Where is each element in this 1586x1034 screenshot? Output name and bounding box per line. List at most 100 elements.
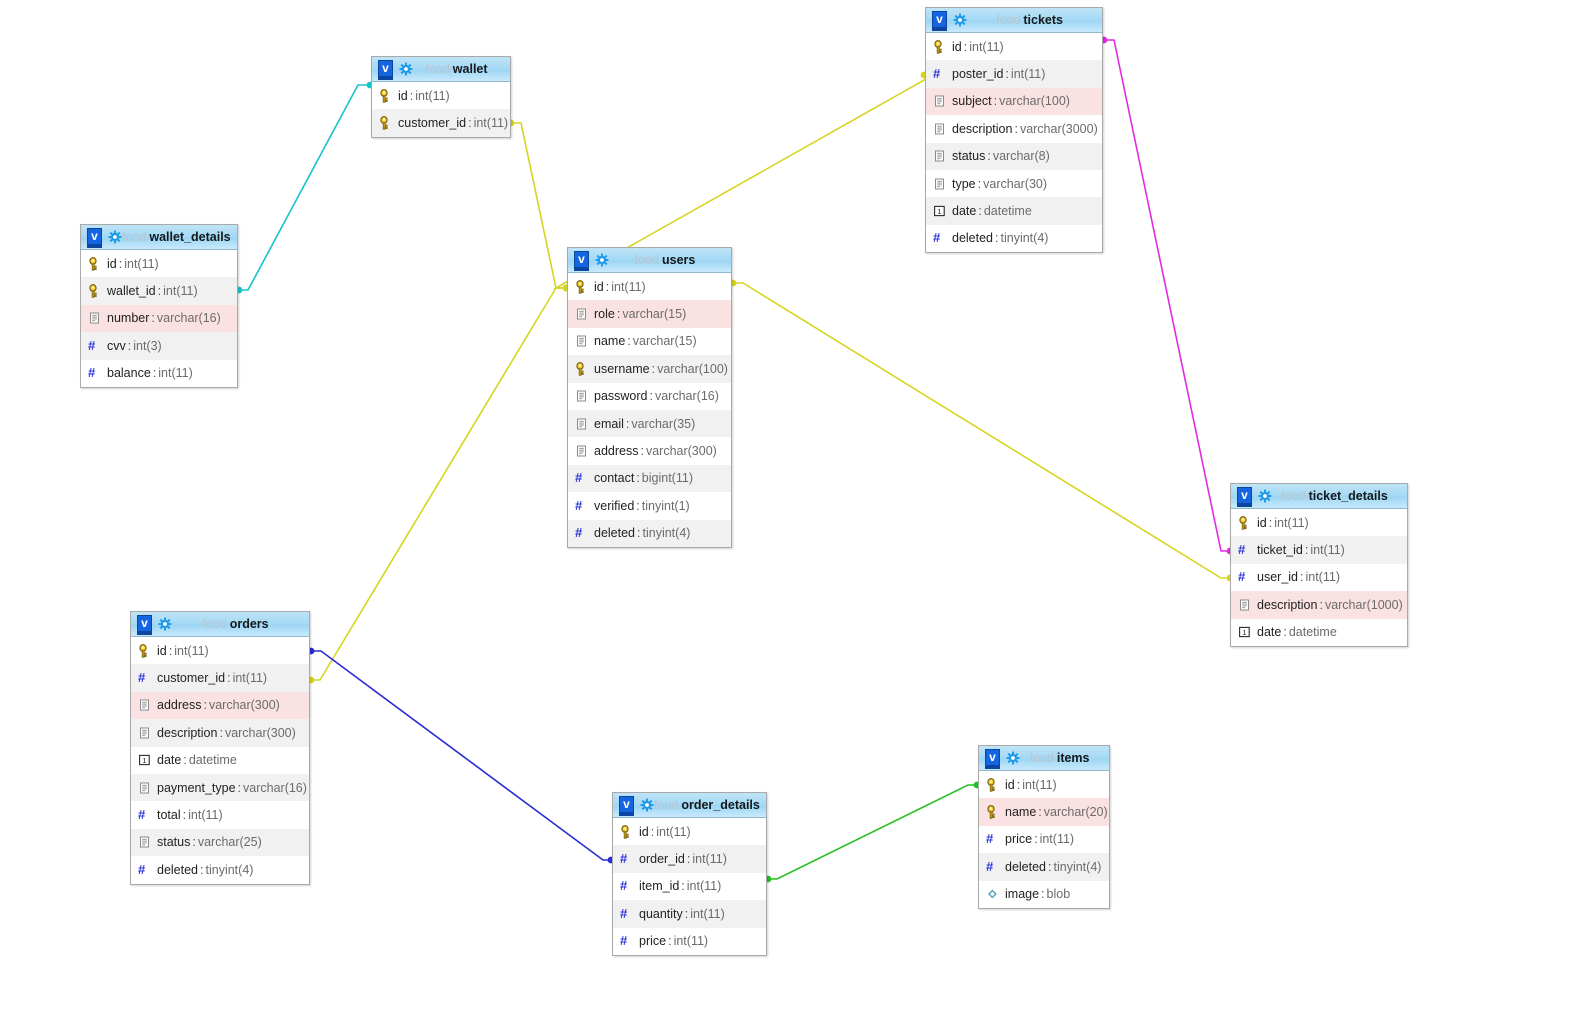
- field-row-ticket_details-user_id[interactable]: #user_id : int(11): [1231, 563, 1407, 592]
- field-row-tickets-id[interactable]: id : int(11): [926, 33, 1102, 61]
- field-row-tickets-type[interactable]: type : varchar(30): [926, 169, 1102, 198]
- relationship-line-rel-orders-orderdetails[interactable]: [311, 650, 611, 861]
- field-row-tickets-poster_id[interactable]: #poster_id : int(11): [926, 60, 1102, 88]
- hash-icon: #: [575, 470, 583, 486]
- gear-icon[interactable]: [595, 253, 609, 267]
- field-name: id: [1257, 515, 1267, 530]
- field-row-orders-description[interactable]: description : varchar(300): [131, 719, 309, 747]
- field-separator: :: [1304, 543, 1309, 558]
- field-row-users-name[interactable]: name : varchar(15): [568, 327, 731, 356]
- view-badge-icon: v: [87, 227, 102, 248]
- field-row-order_details-price[interactable]: #price : int(11): [613, 927, 766, 955]
- field-row-order_details-order_id[interactable]: #order_id : int(11): [613, 845, 766, 873]
- relationship-line-rel-users-wallet[interactable]: [511, 122, 566, 289]
- field-row-orders-customer_id[interactable]: #customer_id : int(11): [131, 664, 309, 692]
- gear-icon[interactable]: [640, 798, 654, 812]
- field-type: int(11): [1305, 570, 1340, 585]
- field-row-order_details-item_id[interactable]: #item_id : int(11): [613, 872, 766, 901]
- gear-icon[interactable]: [953, 13, 967, 27]
- gear-icon[interactable]: [158, 617, 172, 631]
- field-row-wallet-id[interactable]: id : int(11): [372, 82, 510, 110]
- field-row-items-deleted[interactable]: #deleted : tinyint(4): [979, 853, 1109, 881]
- field-separator: :: [203, 698, 207, 713]
- field-row-ticket_details-description[interactable]: description : varchar(1000): [1231, 591, 1407, 619]
- field-row-items-name[interactable]: name : varchar(20): [979, 798, 1109, 826]
- field-row-wallet_details-id[interactable]: id : int(11): [81, 250, 237, 278]
- field-row-items-id[interactable]: id : int(11): [979, 771, 1109, 799]
- gear-icon[interactable]: [1258, 489, 1272, 503]
- field-separator: :: [995, 231, 999, 246]
- field-row-users-verified[interactable]: #verified : tinyint(1): [568, 492, 731, 520]
- table-name-label: orders: [229, 617, 269, 631]
- relationship-line-rel-tickets-ticketdetails[interactable]: [1104, 39, 1230, 552]
- field-separator: :: [977, 176, 982, 191]
- field-row-users-address[interactable]: address : varchar(300): [568, 437, 731, 465]
- relationship-line-rel-wallet-walletdetails[interactable]: [239, 84, 370, 291]
- gear-icon[interactable]: [1006, 751, 1020, 765]
- field-row-wallet-customer_id[interactable]: customer_id : int(11): [372, 109, 510, 137]
- field-row-users-role[interactable]: role : varchar(15): [568, 300, 731, 328]
- field-row-items-price[interactable]: #price : int(11): [979, 825, 1109, 854]
- relationship-line-rel-users-ticketdetails[interactable]: [733, 282, 1230, 579]
- field-row-tickets-status[interactable]: status : varchar(8): [926, 142, 1102, 170]
- field-type: varchar(16): [156, 311, 221, 326]
- relationship-line-rel-users-orders[interactable]: [311, 287, 566, 681]
- field-row-orders-id[interactable]: id : int(11): [131, 637, 309, 665]
- field-row-orders-payment_type[interactable]: payment_type : varchar(16): [131, 773, 309, 802]
- field-row-order_details-quantity[interactable]: #quantity : int(11): [613, 900, 766, 928]
- key-icon: [88, 284, 101, 298]
- field-row-items-image[interactable]: image : blob: [979, 880, 1109, 908]
- hash-icon: #: [575, 525, 583, 541]
- field-row-orders-deleted[interactable]: #deleted : tinyint(4): [131, 856, 309, 884]
- field-row-wallet_details-balance[interactable]: #balance : int(11): [81, 359, 237, 387]
- field-row-users-username[interactable]: username : varchar(100): [568, 355, 731, 383]
- field-row-wallet_details-wallet_id[interactable]: wallet_id : int(11): [81, 277, 237, 305]
- field-row-users-id[interactable]: id : int(11): [568, 273, 731, 301]
- field-separator: :: [227, 671, 231, 686]
- field-row-tickets-deleted[interactable]: #deleted : tinyint(4): [926, 224, 1102, 253]
- field-row-users-email[interactable]: email : varchar(35): [568, 409, 731, 438]
- field-row-users-deleted[interactable]: #deleted : tinyint(4): [568, 519, 731, 547]
- field-row-ticket_details-ticket_id[interactable]: #ticket_id : int(11): [1231, 536, 1407, 564]
- field-name: status: [157, 835, 191, 850]
- field-row-tickets-description[interactable]: description : varchar(3000): [926, 115, 1102, 143]
- field-row-wallet_details-number[interactable]: number : varchar(16): [81, 304, 237, 333]
- field-row-tickets-subject[interactable]: subject : varchar(100): [926, 87, 1102, 116]
- gear-icon[interactable]: [399, 62, 413, 76]
- field-name: wallet_id: [107, 284, 156, 299]
- field-row-wallet_details-cvv[interactable]: #cvv : int(3): [81, 332, 237, 360]
- field-name: description: [952, 121, 1013, 136]
- field-row-orders-status[interactable]: status : varchar(25): [131, 828, 309, 857]
- field-row-users-password[interactable]: password : varchar(16): [568, 382, 731, 410]
- field-row-ticket_details-id[interactable]: id : int(11): [1231, 509, 1407, 537]
- gear-icon[interactable]: [108, 230, 122, 244]
- field-row-order_details-id[interactable]: id : int(11): [613, 818, 766, 846]
- field-row-orders-address[interactable]: address : varchar(300): [131, 691, 309, 720]
- field-row-users-contact[interactable]: #contact : bigint(11): [568, 464, 731, 493]
- field-name: item_id: [639, 879, 680, 894]
- field-row-orders-total[interactable]: #total : int(11): [131, 801, 309, 829]
- field-type: int(11): [686, 879, 722, 894]
- relationship-line-rel-items-orderdetails[interactable]: [768, 784, 977, 880]
